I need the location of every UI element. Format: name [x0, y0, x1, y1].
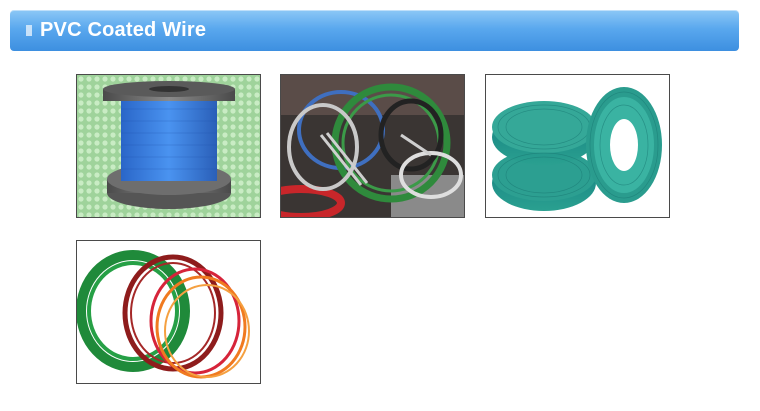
section-header: PVC Coated Wire — [10, 10, 739, 51]
green-wire-rolls-image — [486, 75, 669, 217]
product-image-2[interactable] — [280, 74, 465, 218]
colored-wire-coils-with-ties-image — [281, 75, 464, 217]
page-title: PVC Coated Wire — [40, 19, 207, 41]
header-bullet-icon — [26, 25, 32, 36]
product-image-1[interactable] — [76, 74, 261, 218]
product-image-4[interactable] — [76, 240, 261, 384]
multicolor-wire-coils-image — [77, 241, 260, 383]
blue-wire-spool-image — [77, 75, 260, 217]
product-image-3[interactable] — [485, 74, 670, 218]
